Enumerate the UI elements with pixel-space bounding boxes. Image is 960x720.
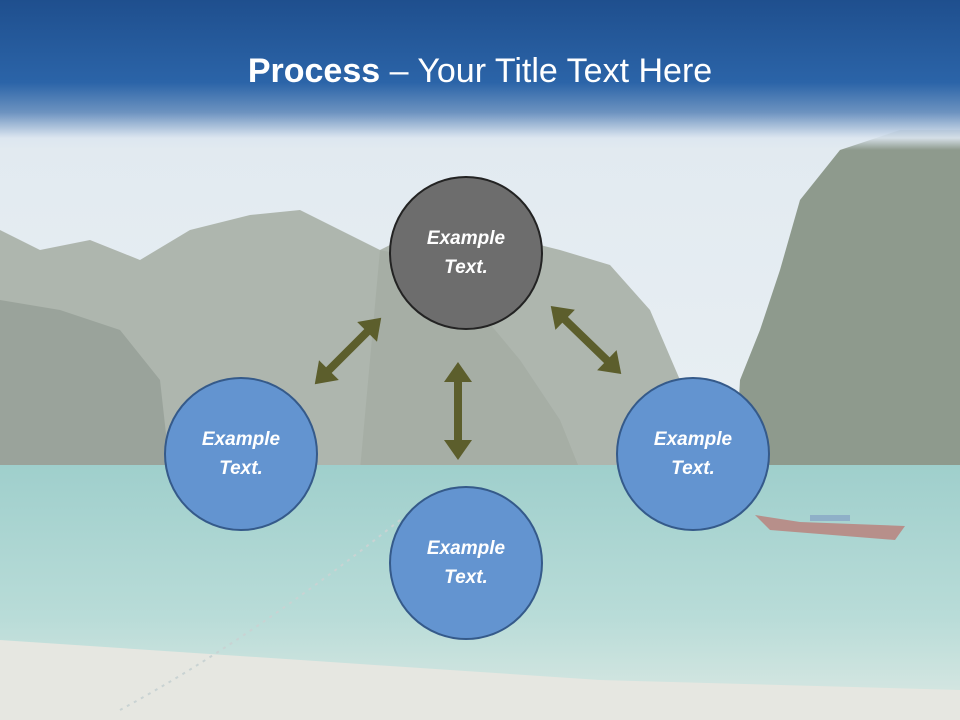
node-top: Example Text. (389, 176, 543, 330)
title-bold: Process (247, 52, 381, 90)
node-top-label: Example Text. (426, 228, 506, 278)
title-dash: – (380, 52, 418, 90)
node-right: Example Text. (616, 377, 770, 531)
node-bottom-label: Example Text. (426, 538, 506, 588)
node-bottom: Example Text. (389, 486, 543, 640)
node-right-label: Example Text. (653, 429, 733, 479)
title-rest: Your Title Text Here (417, 52, 713, 90)
arrow-left-diagonal (314, 317, 382, 385)
node-left: Example Text. (164, 377, 318, 531)
arrow-right-diagonal (550, 305, 622, 375)
node-left-label: Example Text. (201, 429, 281, 479)
title-banner (0, 0, 960, 150)
slide-title: Process – Your Title Text Here (0, 52, 960, 91)
arrow-vertical (444, 362, 472, 460)
